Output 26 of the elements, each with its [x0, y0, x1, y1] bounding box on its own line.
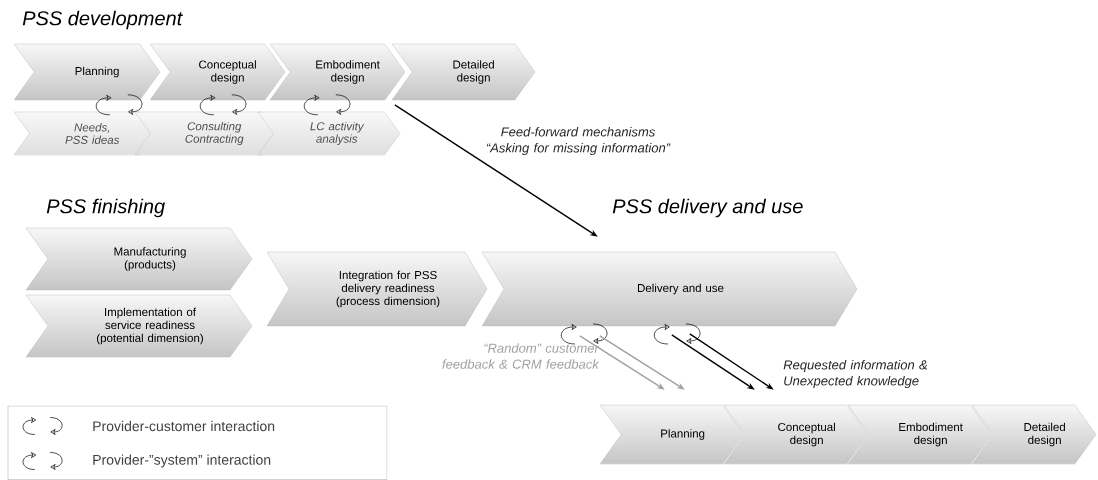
chevron-box: Conceptual design [149, 43, 286, 101]
arrow [95, 94, 112, 116]
chevron-box: Integration for PSS delivery readiness (process dimension) [266, 251, 488, 327]
section-title: PSS finishing [46, 198, 165, 218]
chevron-box: LC activity analysis [257, 111, 401, 156]
legend-text: Provider-customer interaction [93, 420, 275, 432]
chevron-box: Manufacturing (products) [25, 227, 253, 291]
chevron-box: Delivery and use [481, 251, 858, 327]
chevron-box: Embodiment design [269, 43, 406, 101]
edge-label: Feed-forward mechanisms “Asking for missing information” [486, 126, 671, 156]
chevron-box: Implementation of service readiness (potential dimension) [25, 294, 253, 358]
section-title: PSS delivery and use [612, 198, 803, 218]
arrow [335, 94, 351, 115]
arrow [231, 94, 247, 115]
edge-label: “Random” customer feedback & CRM feedback [442, 343, 600, 369]
edge-label: Requested information & Unexpected knowledge [783, 359, 927, 389]
section-title: PSS development [22, 10, 183, 30]
legend-text: Provider-”system” interaction [93, 454, 271, 468]
chevron-box: Planning [13, 43, 161, 101]
chevron-box: Needs, PSS ideas [13, 111, 156, 156]
arrow [127, 94, 143, 115]
chevron-box: Detailed design [971, 404, 1097, 465]
chevron-box: Planning [599, 404, 745, 465]
arrow [303, 94, 320, 116]
chevron-box: Detailed design [391, 43, 536, 101]
arrow [199, 94, 216, 116]
